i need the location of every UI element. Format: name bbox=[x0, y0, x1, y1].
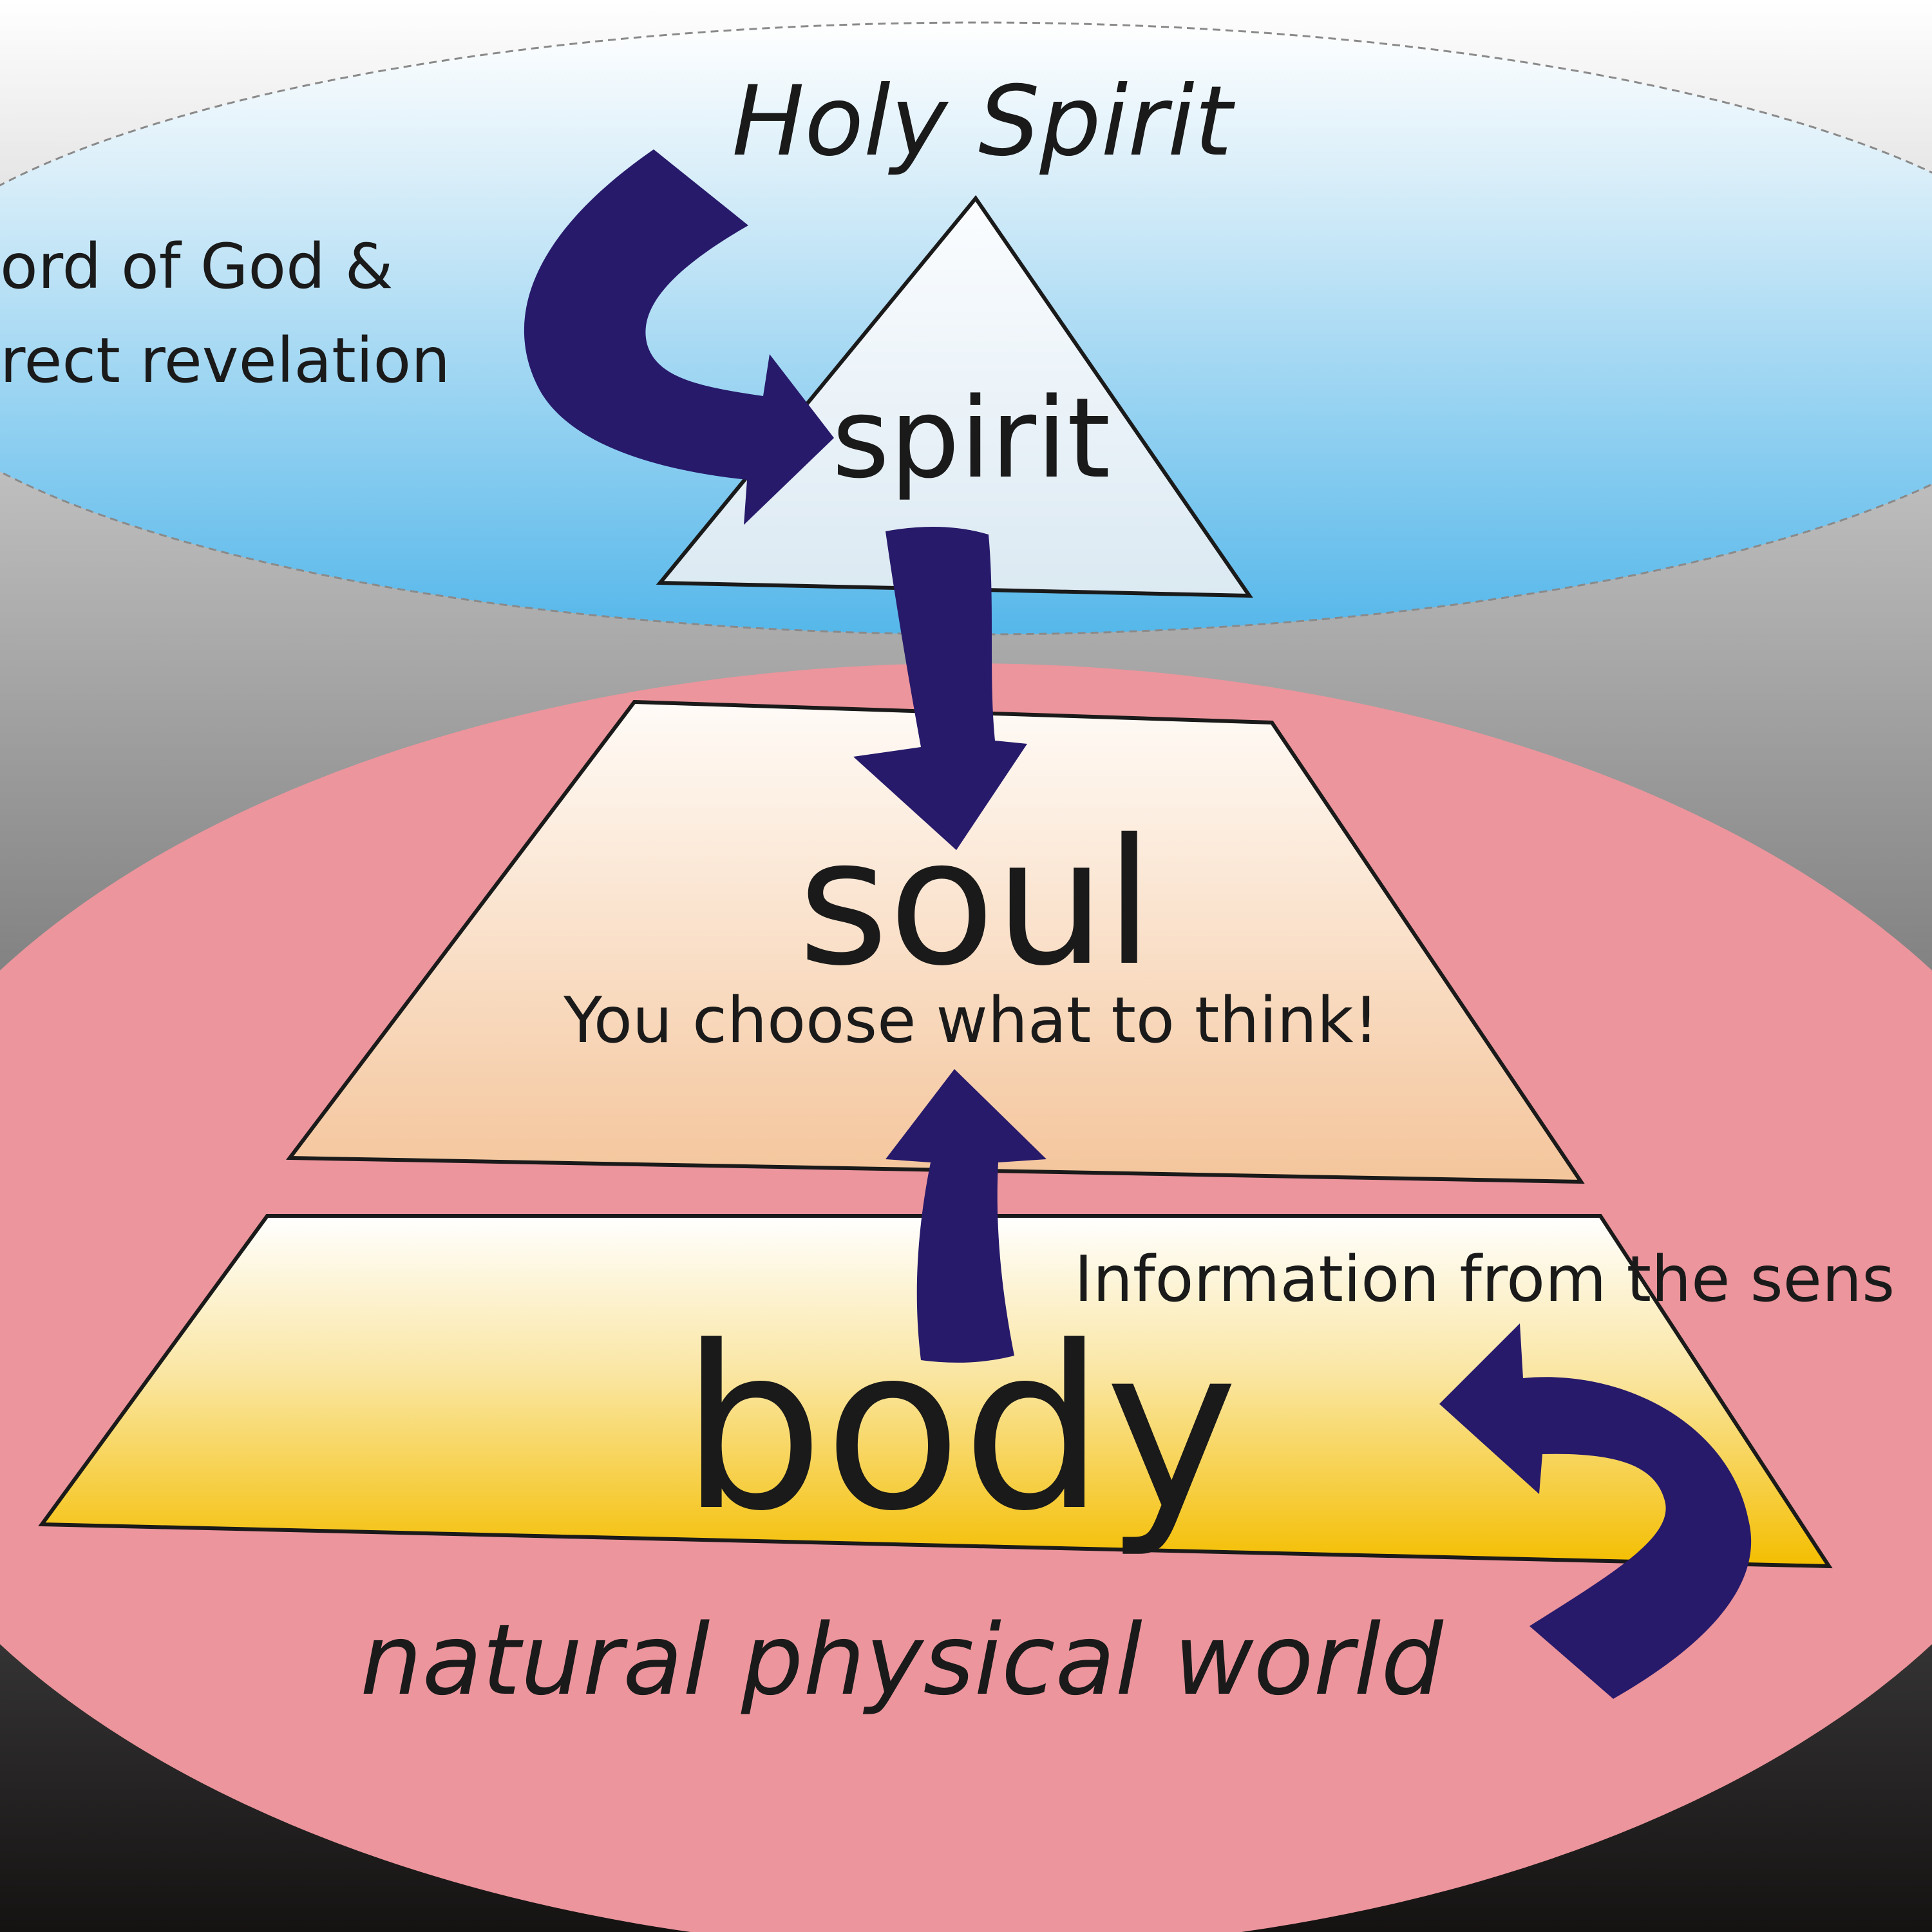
soul-caption: You choose what to think! bbox=[563, 984, 1379, 1057]
revelation-label-line2: rect revelation bbox=[0, 325, 450, 397]
curved-arrow-icon bbox=[524, 149, 834, 525]
natural-realm-label: natural physical world bbox=[360, 1603, 1444, 1717]
spirit-label: spirit bbox=[832, 374, 1111, 503]
spiritual-realm-label: Holy Spirit bbox=[732, 66, 1236, 178]
senses-label: Information from the sens bbox=[1074, 1243, 1895, 1316]
soul-label: soul bbox=[798, 801, 1153, 1004]
revelation-label-line1: ord of God & bbox=[0, 231, 393, 303]
hook-arrow-icon bbox=[1439, 1323, 1752, 1699]
up-arrow-icon bbox=[886, 1069, 1046, 1363]
body-trapezoid bbox=[38, 1214, 1833, 1569]
soul-trapezoid bbox=[286, 699, 1585, 1184]
down-arrow-icon bbox=[853, 527, 1027, 850]
body-label: body bbox=[681, 1298, 1238, 1560]
